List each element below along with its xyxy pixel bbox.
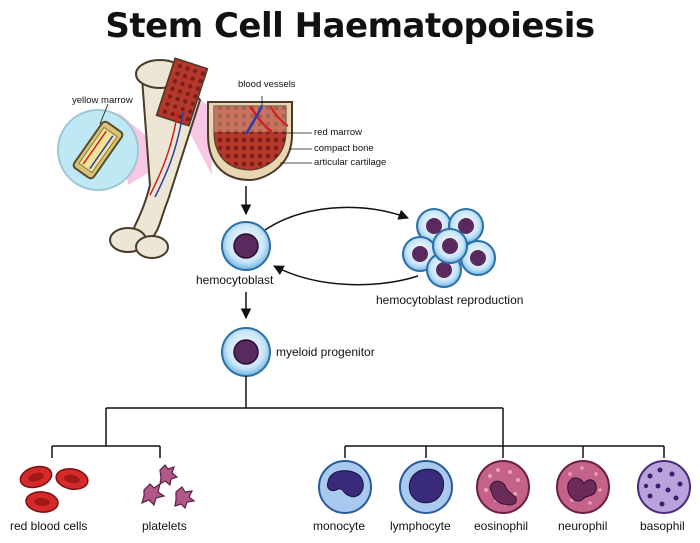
bone-illustration [109, 57, 212, 259]
platelets [141, 464, 196, 510]
hemocytoblast-cell [221, 221, 271, 271]
label-platelets: platelets [142, 519, 187, 533]
label-basophil: basophil [640, 519, 685, 533]
label-monocyte: monocyte [313, 519, 366, 533]
red-blood-cells [19, 465, 89, 513]
label-red-marrow: red marrow [314, 127, 363, 138]
hemocytoblast-cluster [402, 208, 496, 288]
eosinophil-cell [476, 460, 530, 514]
label-lymphocyte: lymphocyte [390, 519, 451, 533]
bone-end-right [135, 235, 169, 259]
label-eosinophil: eosinophil [474, 519, 529, 533]
yellow-marrow-magnifier [57, 103, 139, 191]
arrow-to-reproduction [261, 206, 409, 233]
arrow-from-reproduction [273, 265, 419, 286]
monocyte-cell [318, 460, 372, 514]
diagram-title: Stem Cell Haematopoiesis [105, 6, 595, 46]
label-articular-cartilage: articular cartilage [314, 157, 387, 168]
lineage-tree [51, 376, 665, 458]
label-yellow-marrow: yellow marrow [72, 95, 133, 106]
label-neurophil: neurophil [558, 519, 608, 533]
label-hemocytoblast: hemocytoblast [196, 273, 274, 287]
label-myeloid-progenitor: myeloid progenitor [276, 345, 375, 359]
basophil-cell [637, 460, 691, 514]
lymphocyte-cell [399, 460, 453, 514]
label-blood-vessels: blood vessels [238, 79, 296, 90]
myeloid-progenitor-cell [221, 327, 271, 377]
bone-marrow-section [155, 57, 209, 127]
neurophil-cell [556, 460, 610, 514]
label-compact-bone: compact bone [314, 143, 374, 154]
label-hemocytoblast-reproduction: hemocytoblast reproduction [376, 293, 524, 307]
label-red-blood-cells: red blood cells [10, 519, 88, 533]
bone-cross-section [207, 96, 312, 182]
